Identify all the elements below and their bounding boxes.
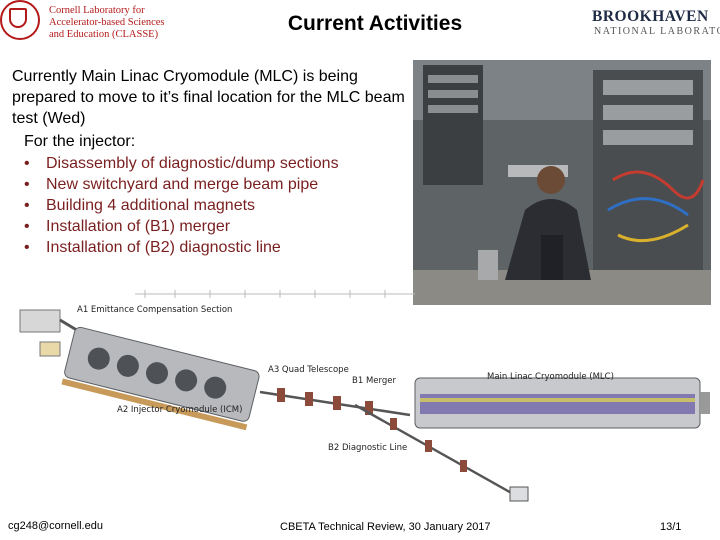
list-item-text: Installation of (B1) merger [46, 218, 231, 235]
bullet-icon: • [24, 176, 30, 193]
footer-page-number: 13/1 [660, 521, 682, 533]
cornell-classe-logo: Cornell Laboratory for Accelerator-based… [0, 0, 175, 48]
cornell-seal-icon [0, 0, 40, 40]
footer-email: cg248@cornell.edu [8, 520, 103, 532]
beamline-layout-svg: A1 Emittance Compensation Section A3 Qua… [19, 290, 710, 502]
label-main-linac-cryomodule: Main Linac Cryomodule (MLC) [487, 372, 614, 382]
bullet-icon: • [24, 218, 30, 235]
label-b1-merger: B1 Merger [352, 376, 396, 386]
intro-paragraph: Currently Main Linac Cryomodule (MLC) is… [12, 68, 405, 127]
lab-photo-illustration [413, 60, 711, 305]
brookhaven-logo: BROOKHAVEN NATIONAL LABORATORY [588, 8, 720, 44]
bullet-icon: • [24, 197, 30, 214]
cornell-logo-line-1: Cornell Laboratory for [49, 5, 145, 16]
beamline-layout-diagram: A1 Emittance Compensation Section A3 Qua… [15, 280, 720, 512]
cornell-logo-line-3: and Education (CLASSE) [49, 29, 159, 40]
list-item-text: Installation of (B2) diagnostic line [46, 239, 281, 256]
label-a3-quad-telescope: A3 Quad Telescope [268, 365, 349, 375]
injector-task-list: • Disassembly of diagnostic/dump sections… [24, 155, 339, 260]
list-item-text: Building 4 additional magnets [46, 197, 256, 214]
list-item: • New switchyard and merge beam pipe [24, 176, 339, 197]
list-item-text: New switchyard and merge beam pipe [46, 176, 319, 193]
label-a1-emittance-section: A1 Emittance Compensation Section [77, 305, 232, 315]
label-b2-diagnostic-line: B2 Diagnostic Line [328, 443, 407, 453]
list-item: • Building 4 additional magnets [24, 197, 339, 218]
list-item: • Disassembly of diagnostic/dump sections [24, 155, 339, 176]
bullet-icon: • [24, 239, 30, 256]
injector-heading: For the injector: [24, 133, 136, 150]
footer-event: CBETA Technical Review, 30 January 2017 [280, 521, 491, 533]
brookhaven-name: BROOKHAVEN [592, 8, 709, 25]
lab-photo [413, 60, 711, 305]
list-item-text: Disassembly of diagnostic/dump sections [46, 155, 339, 172]
slide-title: Current Activities [287, 12, 463, 35]
cornell-logo-line-2: Accelerator-based Sciences [49, 17, 165, 28]
brookhaven-subtitle: NATIONAL LABORATORY [594, 26, 720, 37]
bullet-icon: • [24, 155, 30, 172]
list-item: • Installation of (B2) diagnostic line [24, 239, 339, 260]
label-a2-injector-cryomodule: A2 Injector Cryomodule (ICM) [117, 405, 242, 415]
list-item: • Installation of (B1) merger [24, 218, 339, 239]
